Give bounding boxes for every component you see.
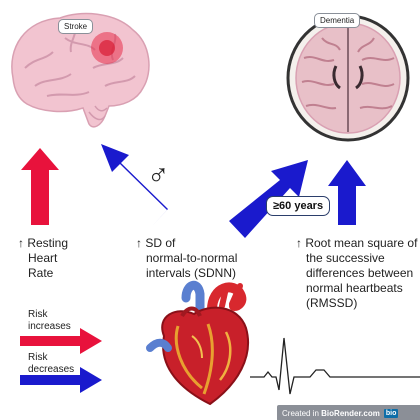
ecg-trace — [250, 337, 420, 395]
legend-increase-word-2: increases — [28, 321, 71, 332]
rmssd-text-1: Root mean square of — [305, 236, 418, 250]
legend-increase-label: Risk increases — [28, 309, 71, 333]
rhr-line-3: Rate — [28, 266, 54, 280]
stroke-brain-illustration — [11, 12, 150, 128]
legend-decrease-word-1: Risk — [28, 352, 48, 363]
rmssd-up-arrow-glyph: ↑ — [296, 236, 302, 250]
male-symbol: ♂ — [147, 159, 170, 192]
biorender-logo-badge: bio — [383, 408, 399, 418]
rmssd-label: ↑ Root mean square of the successive dif… — [296, 236, 417, 311]
sdnn-line-3: intervals (SDNN) — [146, 266, 237, 280]
rmssd-decrease-arrow — [328, 160, 366, 225]
heart-illustration — [146, 280, 250, 406]
sdnn-line-1: ↑ SD of — [136, 236, 237, 251]
rhr-text-1: Resting — [27, 236, 69, 250]
legend-decrease-word-2: decreases — [28, 364, 75, 375]
legend-decrease-arrow — [20, 367, 102, 393]
footer-prefix: Created in — [282, 408, 319, 418]
rhr-up-arrow-glyph: ↑ — [18, 236, 24, 250]
rmssd-line-5: (RMSSD) — [306, 296, 358, 310]
rhr-line-2: Heart — [28, 251, 58, 265]
rmssd-line-2: the successive — [306, 251, 385, 265]
legend-increase-arrow — [20, 328, 102, 354]
sdnn-line-2: normal-to-normal — [146, 251, 238, 265]
sdnn-decrease-arrow — [101, 144, 168, 225]
dementia-label: Dementia — [314, 13, 361, 28]
rmssd-line-3: differences between — [306, 266, 414, 280]
sdnn-label: ↑ SD of normal-to-normal intervals (SDNN… — [136, 236, 237, 281]
footer-brand: BioRender.com — [321, 408, 380, 418]
legend-decrease-label: Risk decreases — [28, 352, 74, 376]
rhr-line-1: ↑ Resting — [18, 236, 68, 251]
rmssd-line-1: ↑ Root mean square of — [296, 236, 417, 251]
sdnn-up-arrow-glyph: ↑ — [136, 236, 142, 250]
rhr-label: ↑ Resting Heart Rate — [18, 236, 68, 281]
sdnn-text-1: SD of — [145, 236, 176, 250]
biorender-footer: Created in BioRender.com bio — [277, 405, 420, 420]
age-pill: ≥60 years — [266, 196, 331, 216]
stroke-label: Stroke — [58, 19, 94, 34]
dementia-brain-illustration — [286, 14, 410, 142]
rmssd-line-4: normal heartbeats — [306, 281, 403, 295]
legend-increase-word-1: Risk — [28, 309, 48, 320]
rhr-increase-arrow — [21, 148, 59, 225]
